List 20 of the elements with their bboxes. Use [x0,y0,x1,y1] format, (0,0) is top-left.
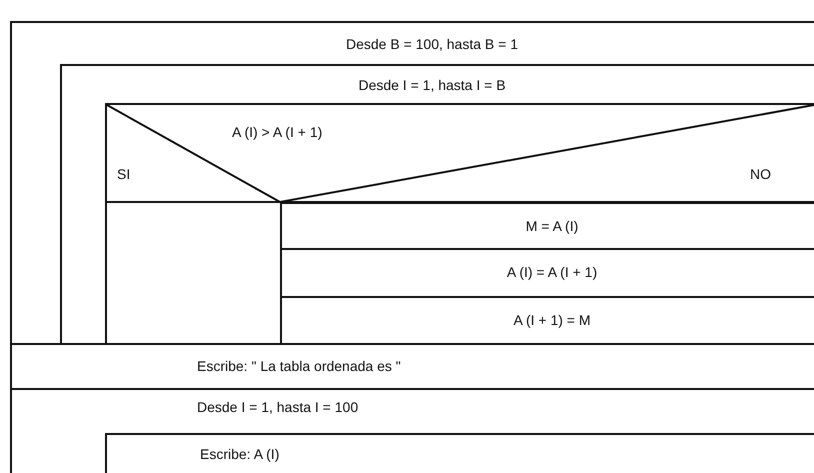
condition-label: A (I) > A (I + 1) [232,123,322,141]
loop-box [60,64,814,343]
loop-label: Desde I = 1, hasta I = B [357,76,507,94]
loop-box [10,21,814,343]
decision-box [105,103,814,343]
statement-text: A (I) = A (I + 1) [506,263,598,281]
loop-label: Desde I = 1, hasta I = 100 [197,398,358,416]
output-box [10,343,814,388]
loop-box [10,388,814,473]
branch-label: SI [117,165,130,183]
process-box [280,202,814,248]
output-text: Escribe: A (I) [200,445,280,463]
branch-label: NO [750,165,771,183]
process-box [280,296,814,343]
process-box [280,248,814,296]
loop-label: Desde B = 100, hasta B = 1 [344,35,519,53]
statement-text: A (I + 1) = M [512,311,592,329]
output-text: Escribe: " La tabla ordenada es " [197,357,401,375]
statement-text: M = A (I) [524,217,580,235]
output-box [105,433,814,473]
